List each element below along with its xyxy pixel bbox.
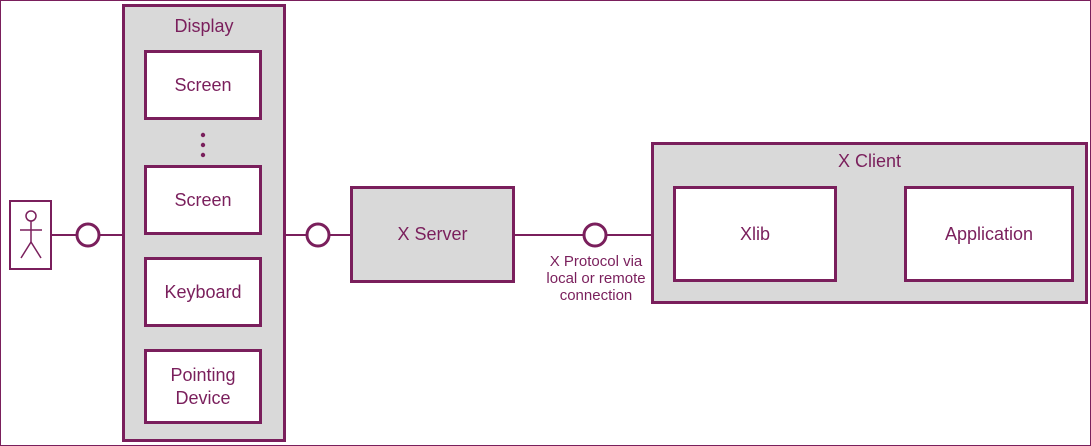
screen-label-1: Screen	[174, 74, 232, 95]
connection-label-line2: local or remote	[546, 270, 646, 287]
actor-icon	[20, 210, 42, 259]
xlib-label: Xlib	[739, 223, 770, 244]
x-server-label: X Server	[397, 224, 468, 244]
interface-circle-icon	[75, 222, 101, 248]
ellipsis-vertical-icon	[200, 132, 206, 158]
screen-label-2: Screen	[174, 189, 232, 210]
pointing-device-label-line2: Device	[175, 387, 231, 408]
x-client-title: X Client	[837, 151, 902, 171]
pointing-device-label-line1: Pointing	[170, 364, 236, 385]
pointing-device-box: Pointing Device	[144, 349, 262, 424]
keyboard-box: Keyboard	[144, 257, 262, 327]
user-actor	[9, 200, 52, 270]
connection-label: X Protocol via local or remote connectio…	[530, 253, 662, 304]
screen-box-2: Screen	[144, 165, 262, 235]
x-server-box: X Server	[350, 186, 515, 283]
xlib-box: Xlib	[673, 186, 837, 282]
connection-label-line3: connection	[559, 287, 633, 304]
interface-circle-icon	[305, 222, 331, 248]
application-box: Application	[904, 186, 1074, 282]
application-label: Application	[944, 223, 1034, 244]
interface-circle-icon	[582, 222, 608, 248]
screen-box-1: Screen	[144, 50, 262, 120]
display-title: Display	[174, 16, 234, 36]
connection-label-line1: X Protocol via	[549, 253, 643, 270]
keyboard-label: Keyboard	[164, 281, 242, 302]
